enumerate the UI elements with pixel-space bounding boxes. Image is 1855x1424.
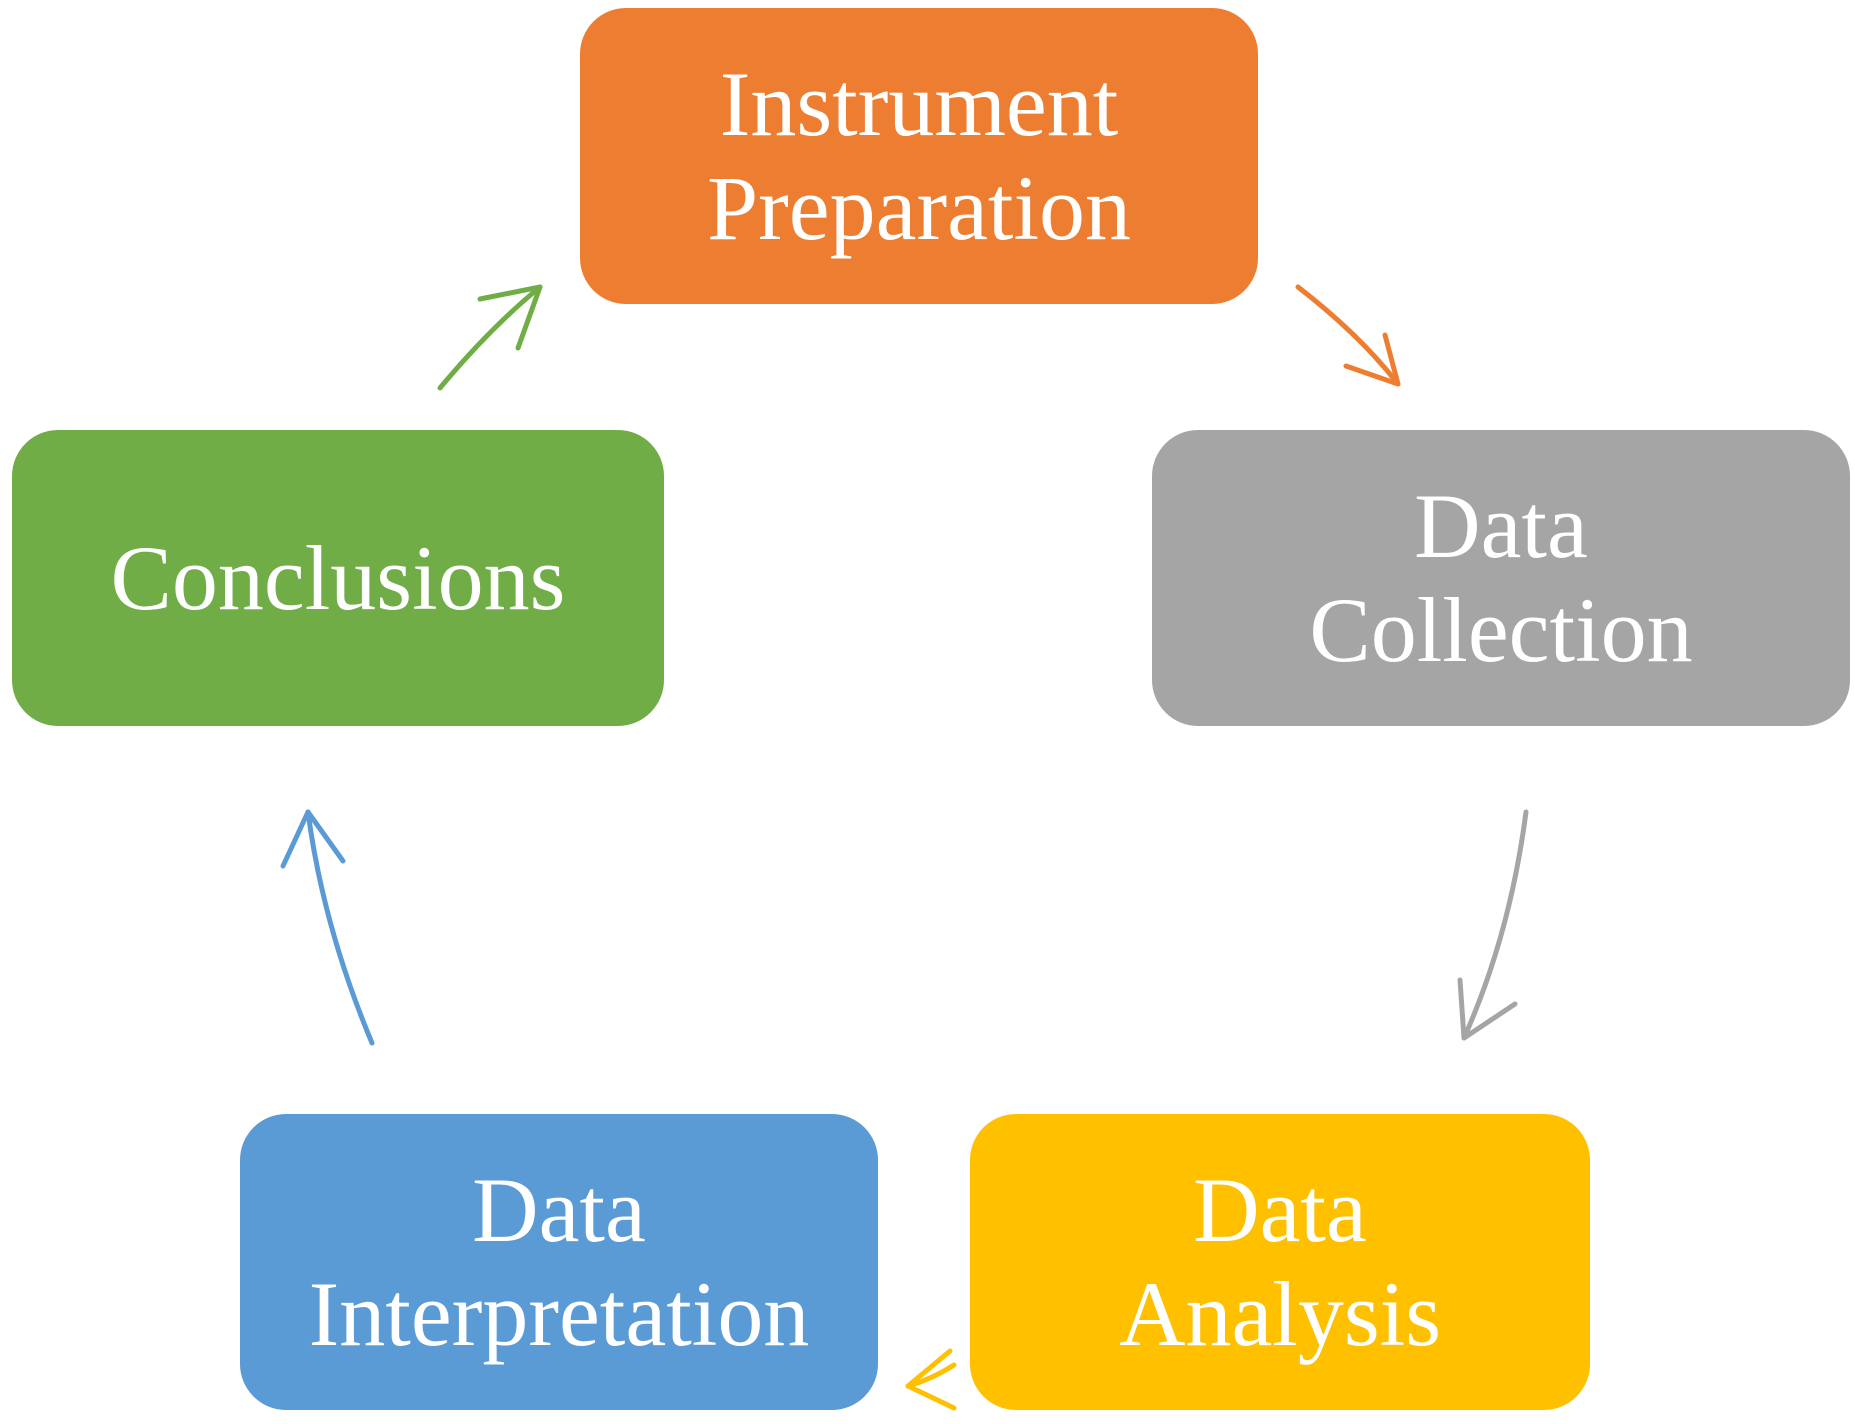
node-label-line: Collection [1309,579,1693,681]
node-label-line: Data [1414,475,1588,577]
node-label-line: Preparation [706,157,1132,259]
node-label-line: Interpretation [308,1263,810,1365]
arrowhead-collection-to-analysis [1457,977,1518,1041]
node-label-line: Analysis [1119,1263,1441,1365]
node-label-line: Conclusions [110,527,566,629]
arrowhead-conclusions-to-instrument [477,284,543,351]
arrow-conclusions-to-instrument [437,284,543,391]
arrow-instrument-to-collection [1295,284,1401,387]
conclusions-node: Conclusions [12,430,664,726]
node-label-line: Data [472,1159,646,1261]
data-collection-node: Data Collection [1152,430,1850,726]
node-label-line: Instrument [719,53,1119,155]
arrowhead-analysis-to-interpretation [905,1348,957,1411]
arrow-interpretation-to-conclusions [305,809,375,1046]
arrow-collection-to-analysis [1461,809,1529,1041]
instrument-preparation-node: Instrument Preparation [580,8,1258,304]
arrow-analysis-to-interpretation [905,1362,957,1389]
arrowhead-interpretation-to-conclusions [280,809,346,869]
arrowhead-instrument-to-collection [1343,332,1401,387]
data-analysis-node: Data Analysis [970,1114,1590,1410]
node-label-line: Data [1193,1159,1367,1261]
data-interpretation-node: Data Interpretation [240,1114,878,1410]
